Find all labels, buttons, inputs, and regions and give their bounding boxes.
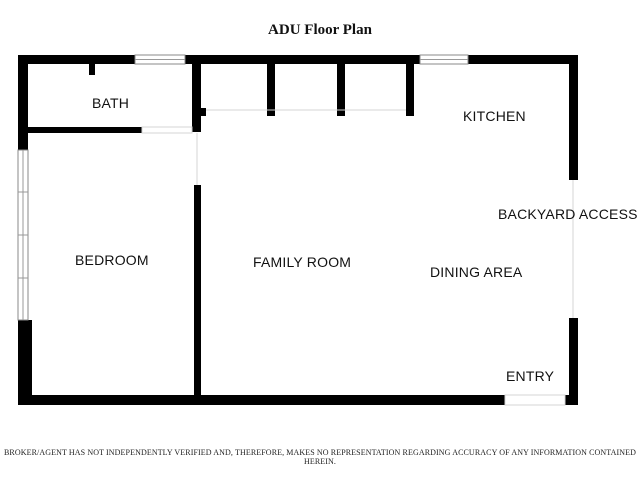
closet-stub-1 <box>201 108 206 116</box>
wall-left-lower <box>18 320 32 405</box>
wall-right-lower <box>569 318 578 405</box>
wall-bath-bottom <box>28 127 142 133</box>
room-label-bedroom: BEDROOM <box>75 252 149 268</box>
disclaimer-text: BROKER/AGENT HAS NOT INDEPENDENTLY VERIF… <box>4 448 636 466</box>
room-label-bath: BATH <box>92 95 130 111</box>
wall-top <box>18 55 578 64</box>
wall-bottom <box>18 395 505 405</box>
entry-door <box>504 394 566 406</box>
closet-post-2 <box>337 64 345 116</box>
exterior-walls <box>18 55 578 405</box>
wall-bath-stub <box>89 64 95 75</box>
room-label-dining-area: DINING AREA <box>430 264 523 280</box>
plan-title: ADU Floor Plan <box>268 22 372 38</box>
room-label-entry: ENTRY <box>506 368 555 384</box>
openings <box>141 109 574 406</box>
room-label-family-room: FAMILY ROOM <box>253 254 352 270</box>
room-label-backyard-access: BACKYARD ACCESS <box>498 206 638 222</box>
bath-door <box>141 126 193 134</box>
closet-post-1 <box>267 64 275 116</box>
wall-left-upper <box>18 55 28 150</box>
wall-bedroom-right <box>194 185 201 400</box>
room-label-kitchen: KITCHEN <box>463 108 526 124</box>
interior-walls <box>28 64 414 400</box>
wall-bath-right <box>192 64 201 132</box>
windows <box>17 54 469 321</box>
wall-right-upper <box>569 55 578 180</box>
closet-post-3 <box>406 64 414 116</box>
